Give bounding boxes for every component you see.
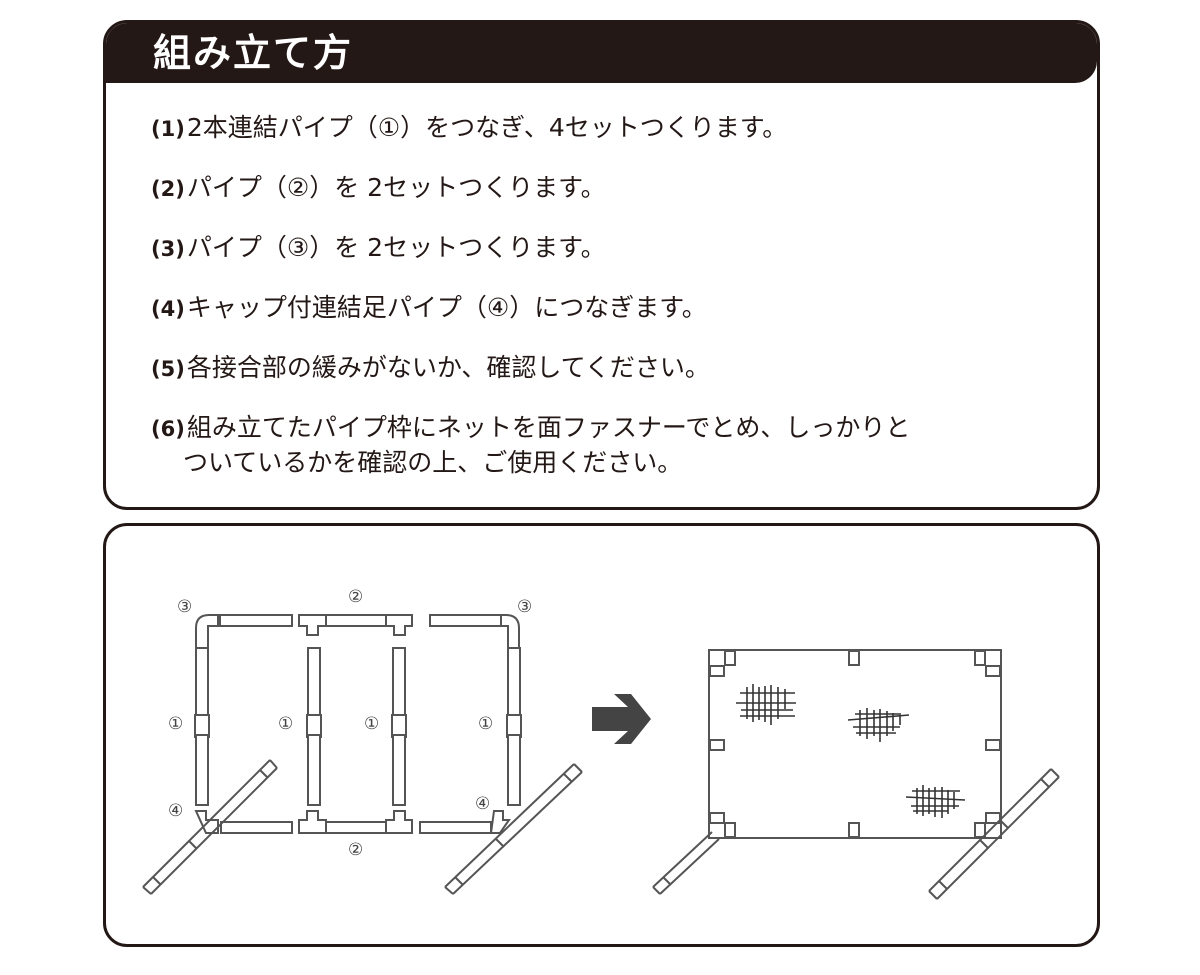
pipe-bottom-left [220,821,293,834]
step-text: パイプ（②）を 2セットつくります。 [186,173,606,202]
step-text: 組み立てたパイプ枠にネットを面ファスナーでとめ、しっかりと [186,413,911,442]
pipe-3-top-right [429,614,502,627]
pipe-1-column [194,647,210,806]
step-text: 2本連結パイプ（①）をつなぎ、4セットつくります。 [186,113,788,142]
t-joint-icon [298,614,327,636]
instructions-header: 組み立て方 [106,23,1097,83]
diagram-panel: ③ ② ③ ① ① ① ① ④ ④ ② [103,523,1100,947]
pipe-bottom-right [419,821,492,834]
step-6: (6)組み立てたパイプ枠にネットを面ファスナーでとめ、しっかりと ついているかを… [151,411,1077,479]
label-pipe-1: ① [478,714,493,734]
pipe-2-bottom [325,821,387,834]
label-pipe-4: ④ [168,801,183,821]
step-number: (5) [151,357,185,381]
foot-pipe-right [928,768,1060,900]
step-text: キャップ付連結足パイプ（④）につなぎます。 [186,293,707,322]
step-text: パイプ（③）を 2セットつくります。 [186,233,606,262]
pipe-1-column [391,647,407,806]
instructions-panel: 組み立て方 (1)2本連結パイプ（①）をつなぎ、4セットつくります。 (2)パイ… [103,20,1100,510]
foot-pipe-left [142,759,278,895]
net-mesh-icon [905,785,966,818]
t-joint-icon [385,810,413,834]
step-2: (2)パイプ（②）を 2セットつくります。 [151,171,1077,206]
label-pipe-3: ③ [517,597,532,617]
label-pipe-2: ② [348,840,363,860]
elbow-pipe-icon [500,614,520,649]
label-pipe-1: ① [364,714,379,734]
step-1: (1)2本連結パイプ（①）をつなぎ、4セットつくります。 [151,111,1077,146]
step-5: (5)各接合部の緩みがないか、確認してください。 [151,351,1077,386]
pipe-3-top-left [219,614,293,627]
page-title: 組み立て方 [153,31,354,75]
step-number: (1) [151,117,185,141]
label-pipe-3: ③ [177,597,192,617]
pipe-1-column [306,647,322,806]
label-pipe-1: ① [278,714,293,734]
step-text: 各接合部の緩みがないか、確認してください。 [186,353,710,382]
label-pipe-2: ② [348,587,363,607]
right-arrow-icon [592,694,651,744]
steps-list: (1)2本連結パイプ（①）をつなぎ、4セットつくります。 (2)パイプ（②）を … [151,111,1077,504]
step-4: (4)キャップ付連結足パイプ（④）につなぎます。 [151,291,1077,326]
pipe-2-top [325,614,387,627]
label-pipe-1: ① [168,714,183,734]
elbow-pipe-icon [195,614,219,649]
foot-pipe-left [652,831,720,895]
step-number: (2) [151,177,185,201]
label-pipe-4: ④ [475,794,490,814]
frame-outline [708,649,1002,839]
exploded-parts-diagram [142,614,583,895]
step-3: (3)パイプ（③）を 2セットつくります。 [151,231,1077,266]
t-joint-icon [385,614,413,636]
net-mesh-icon [736,684,796,725]
assembled-frame-diagram [652,649,1060,900]
step-number: (6) [151,417,185,441]
step-text-continuation: ついているかを確認の上、ご使用ください。 [183,448,683,477]
foot-pipe-right [444,763,583,895]
step-number: (3) [151,237,185,261]
part-labels: ③ ② ③ ① ① ① ① ④ ④ ② [168,587,532,860]
t-joint-icon [298,810,327,834]
net-mesh-icon [847,708,910,742]
step-number: (4) [151,297,185,321]
assembly-diagram: ③ ② ③ ① ① ① ① ④ ④ ② [142,587,1060,900]
pipe-1-column [506,647,522,806]
